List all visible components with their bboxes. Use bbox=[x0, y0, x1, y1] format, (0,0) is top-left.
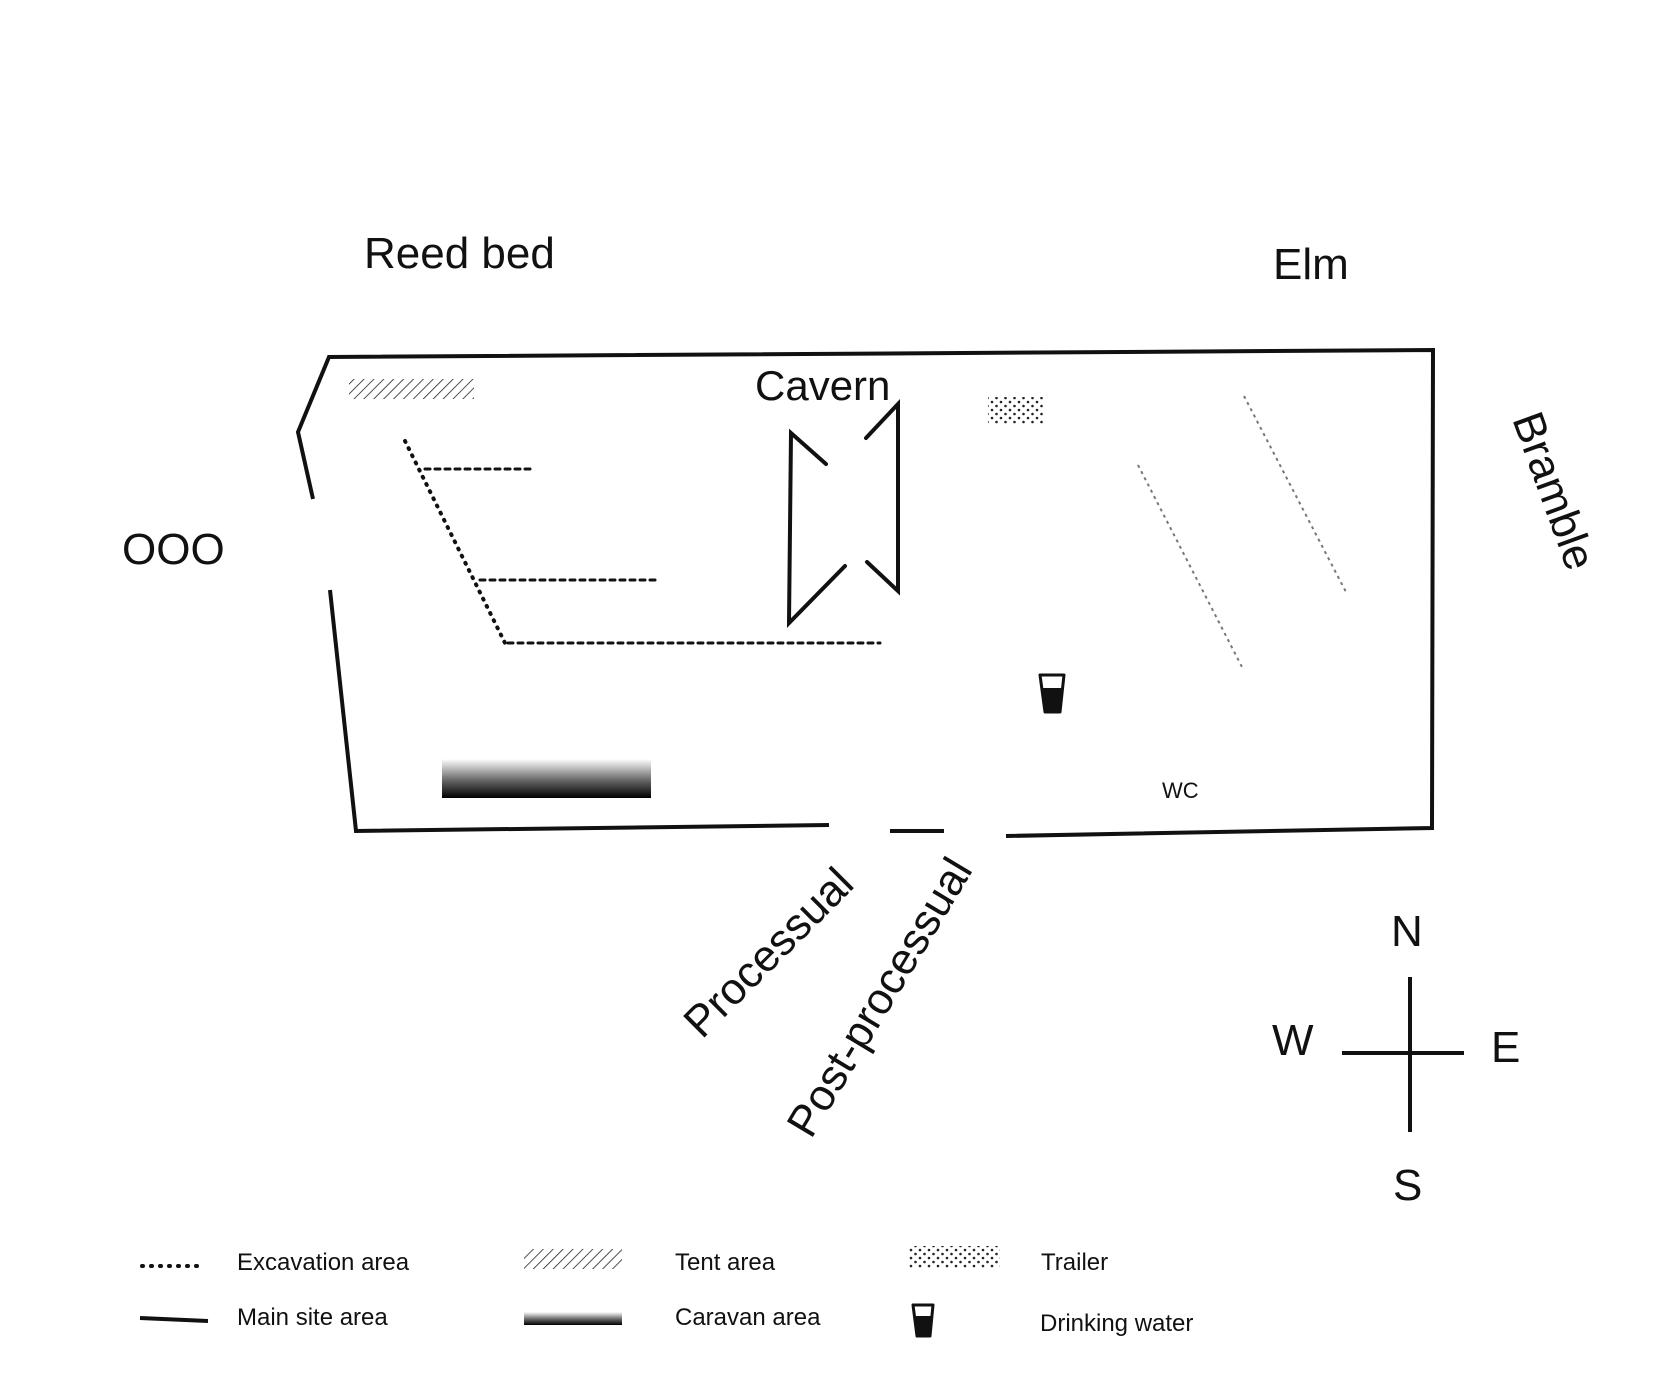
label-reed-bed: Reed bed bbox=[364, 229, 555, 278]
legend: Excavation area Main site area Tent area… bbox=[139, 1246, 1193, 1338]
label-bramble: Bramble bbox=[1503, 406, 1605, 577]
legend-excavation-label: Excavation area bbox=[237, 1249, 410, 1276]
legend-caravan-swatch bbox=[524, 1312, 622, 1325]
excavation-area bbox=[403, 439, 882, 645]
legend-drinking-water-cup-icon bbox=[911, 1303, 935, 1338]
compass-rose: N W E S bbox=[1272, 907, 1520, 1210]
legend-caravan-label: Caravan area bbox=[675, 1304, 821, 1331]
compass-north: N bbox=[1391, 907, 1423, 956]
compass-south: S bbox=[1393, 1161, 1422, 1210]
trailer-area bbox=[988, 397, 1043, 424]
east-dotted-lines bbox=[1137, 395, 1348, 668]
cavern-shape bbox=[786, 398, 900, 628]
caravan-area bbox=[442, 759, 651, 798]
label-wc: WC bbox=[1162, 778, 1199, 803]
legend-trailer-label: Trailer bbox=[1041, 1249, 1108, 1276]
compass-west: W bbox=[1272, 1016, 1314, 1065]
drinking-water-cup-icon bbox=[1038, 673, 1066, 714]
label-ooo: OOO bbox=[122, 525, 225, 574]
label-processual: Processual bbox=[674, 859, 863, 1048]
legend-tent-label: Tent area bbox=[675, 1249, 776, 1276]
label-elm: Elm bbox=[1273, 240, 1349, 289]
legend-tent-swatch bbox=[524, 1249, 622, 1269]
tent-area bbox=[349, 379, 474, 399]
legend-drinking-water-label: Drinking water bbox=[1040, 1310, 1193, 1337]
legend-main-site-label: Main site area bbox=[237, 1304, 388, 1331]
label-cavern: Cavern bbox=[755, 362, 890, 409]
legend-trailer-swatch bbox=[908, 1246, 1000, 1268]
main-site-boundary bbox=[295, 347, 1436, 838]
compass-east: E bbox=[1491, 1023, 1520, 1072]
legend-main-site-swatch bbox=[139, 1316, 209, 1323]
